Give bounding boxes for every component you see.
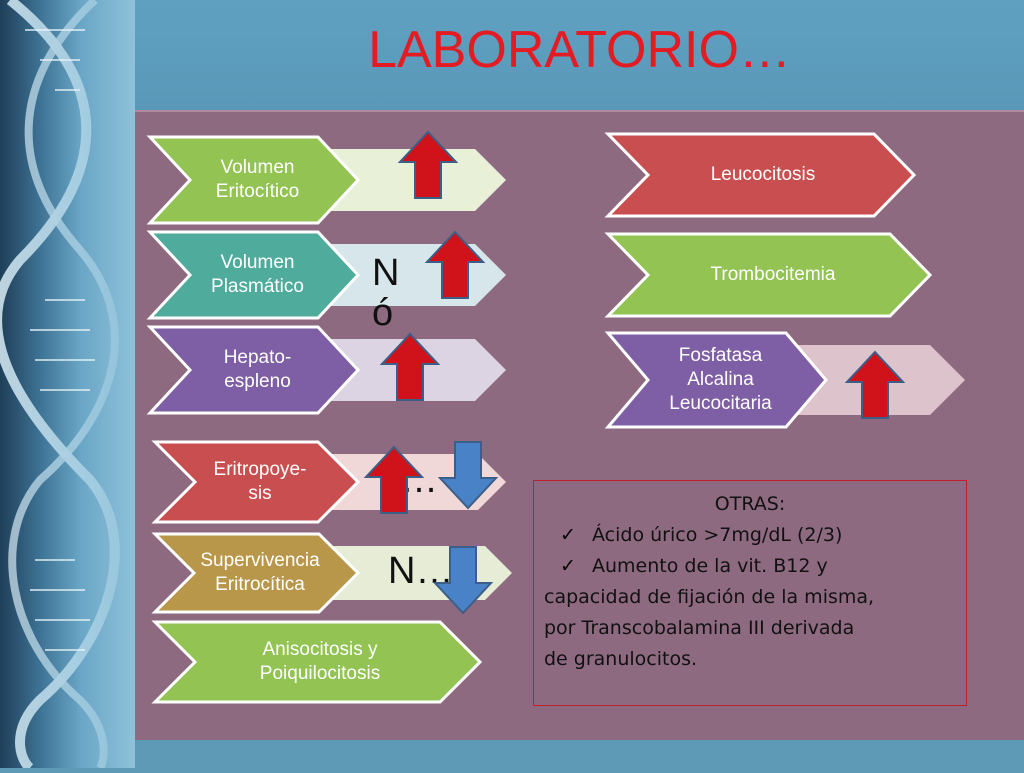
title-bar [135,0,1024,110]
slide-title: LABORATORIO… [368,21,791,79]
chevron-shape [151,532,361,614]
otras-continuation-line: de granulocitos. [544,648,698,670]
otras-item: ✓ Aumento de la vit. B12 y [544,551,956,582]
chevron-label: Hepato- espleno [223,347,292,392]
otras-heading: OTRAS: [714,493,786,515]
chevron-label: Leucocitosis [710,164,816,185]
chevron-label: Supervivencia Eritrocítica [200,550,320,595]
otras-item-text: Ácido úrico >7mg/dL (2/3) [592,524,843,546]
up-arrow-icon [379,332,441,401]
chevron-shape [146,135,361,225]
chevron-shape [604,331,828,429]
chevron-label: Volumen Eritocítico [215,157,300,202]
up-arrow-icon [363,445,425,514]
chevron-label: Volumen Plasmático [211,252,304,297]
otras-item: ✓ Ácido úrico >7mg/dL (2/3) [544,520,956,551]
dna-helix-decoration [0,0,135,772]
chevron-shape [146,230,361,320]
chevron-shape [151,440,361,524]
otras-continuation-line: por Transcobalamina III derivada [544,617,855,639]
dna-helix-image [0,0,120,772]
otras-continuation-line: capacidad de fijación de la misma, [544,586,875,608]
chevron-label: Trombocitemia [710,264,836,285]
otras-box: OTRAS: ✓ Ácido úrico >7mg/dL (2/3) ✓ Aum… [533,480,967,706]
down-arrow-icon [437,441,499,510]
down-arrow-icon [432,546,494,615]
chevron-label: Anisocitosis y Poiquilocitosis [259,639,381,684]
footer-bar [135,740,1024,768]
check-icon: ✓ [560,524,576,546]
chevron-value: N ó [372,252,400,334]
chevron-label: Fosfatasa Alcalina Leucocitaria [669,345,772,414]
chevron-shape [146,325,361,415]
up-arrow-icon [397,130,459,199]
check-icon: ✓ [560,555,576,577]
up-arrow-icon [844,350,906,419]
otras-item-text: Aumento de la vit. B12 y [592,555,828,577]
chevron-shape [604,232,933,318]
chevron-label: Eritropoye- sis [213,459,307,504]
chevron-shape [604,132,917,218]
chevron-shape [151,620,483,704]
up-arrow-icon [424,230,486,299]
